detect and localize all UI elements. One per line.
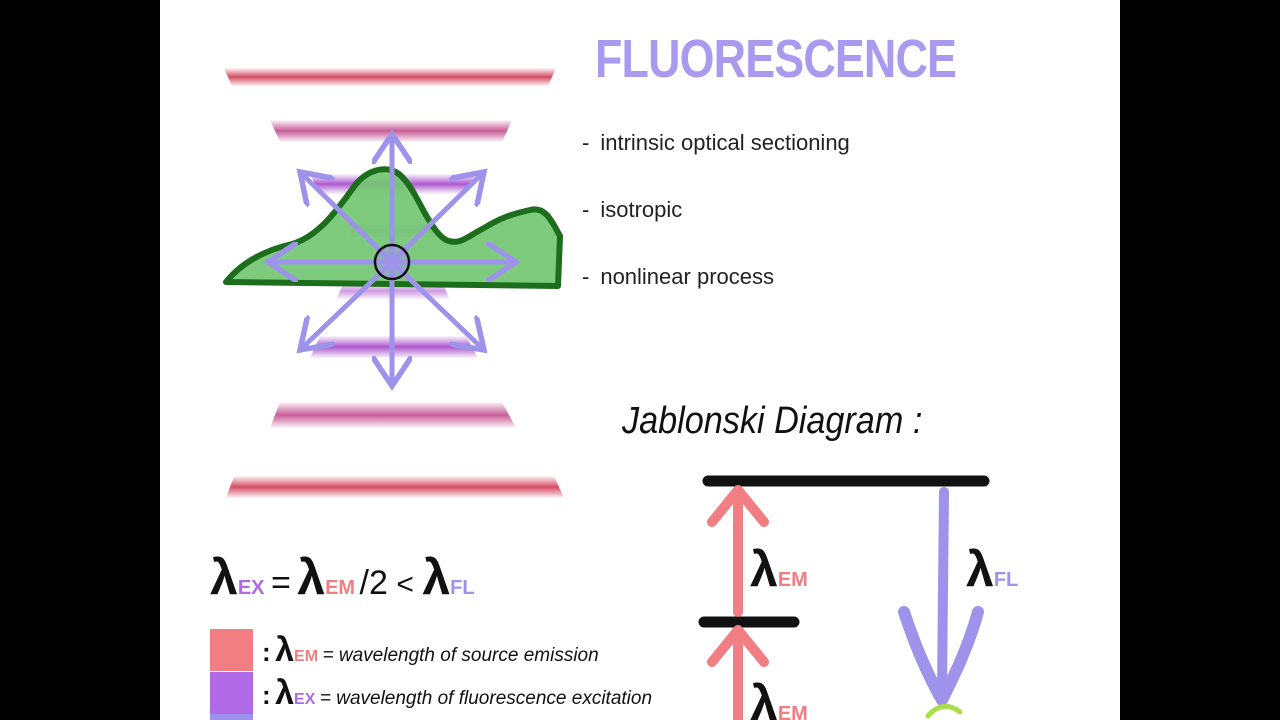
legend-colon: : (262, 680, 271, 710)
equals-sign: = (270, 564, 291, 602)
lambda-symbol: λ (275, 674, 295, 712)
arrow (389, 172, 484, 265)
arrow (300, 259, 395, 350)
subscript-fl: FL (450, 577, 475, 599)
bullet-dash: - (582, 197, 590, 222)
lambda-symbol: λ (297, 549, 326, 605)
arrow (389, 259, 484, 350)
subscript-em: EM (325, 577, 356, 599)
label-subscript: EM (777, 703, 808, 720)
fluorescence-illustration (223, 68, 990, 720)
legend-text: : λEX = wavelength of fluorescence excit… (262, 674, 652, 713)
jablonski-label-em-upper: λEM (750, 540, 808, 598)
bullet-item: -intrinsic optical sectioning (582, 130, 850, 156)
legend-subscript: EM (294, 648, 319, 665)
legend-colon: : (262, 637, 271, 667)
divide-two: /2 (359, 564, 388, 602)
label-subscript: EM (777, 569, 808, 591)
stripe (224, 68, 556, 86)
fluorescence-swatch (210, 714, 253, 720)
bullet-item: -isotropic (582, 197, 682, 223)
lambda-symbol: λ (422, 549, 451, 605)
emission-arrow-upper-head (707, 485, 769, 527)
stripe (226, 476, 564, 498)
page-title: FLUORESCENCE (595, 29, 957, 89)
label-subscript: FL (993, 569, 1019, 591)
legend-text: : λEM = wavelength of source emission (262, 631, 599, 670)
bullet-text: intrinsic optical sectioning (600, 130, 850, 155)
legend-subscript: EX (294, 691, 316, 708)
bullet-text: nonlinear process (600, 264, 774, 289)
jablonski-label-em-lower: λEM (750, 674, 808, 720)
arrow (300, 172, 395, 265)
jablonski-title: Jablonski Diagram : (622, 400, 923, 442)
legend-description: = wavelength of fluorescence excitation (319, 688, 653, 709)
emission-swatch (210, 629, 253, 671)
lambda-symbol: λ (275, 631, 295, 669)
less-than-sign: < (396, 568, 414, 601)
subscript-ex: EX (237, 577, 265, 599)
lambda-symbol: λ (966, 541, 994, 597)
lambda-symbol: λ (750, 541, 778, 597)
jablonski-diagram (698, 475, 990, 720)
legend-description: = wavelength of source emission (322, 645, 599, 666)
bullet-text: isotropic (600, 197, 683, 222)
fluorescence-arrow (937, 487, 949, 695)
emission-arrows (268, 134, 516, 386)
lambda-symbol: λ (275, 716, 294, 720)
fluorescence-arrow-head (898, 606, 984, 706)
lambda-symbol: λ (210, 549, 238, 605)
lambda-symbol: λ (750, 675, 778, 720)
slide: FLUORESCENCE -intrinsic optical sectioni… (160, 0, 1120, 720)
stripe (270, 402, 516, 428)
jablonski-label-fl: λFL (966, 540, 1018, 598)
wavelength-formula: λEX = λEM /2 < λFL (210, 548, 475, 608)
bullet-dash: - (582, 264, 590, 289)
excitation-swatch (210, 672, 253, 714)
emission-arrow-lower-head (707, 625, 769, 667)
bullet-dash: - (582, 130, 590, 155)
green-wave (925, 704, 963, 719)
legend-text: : λ (262, 716, 294, 720)
focal-spot (373, 243, 411, 281)
bullet-item: -nonlinear process (582, 264, 774, 290)
